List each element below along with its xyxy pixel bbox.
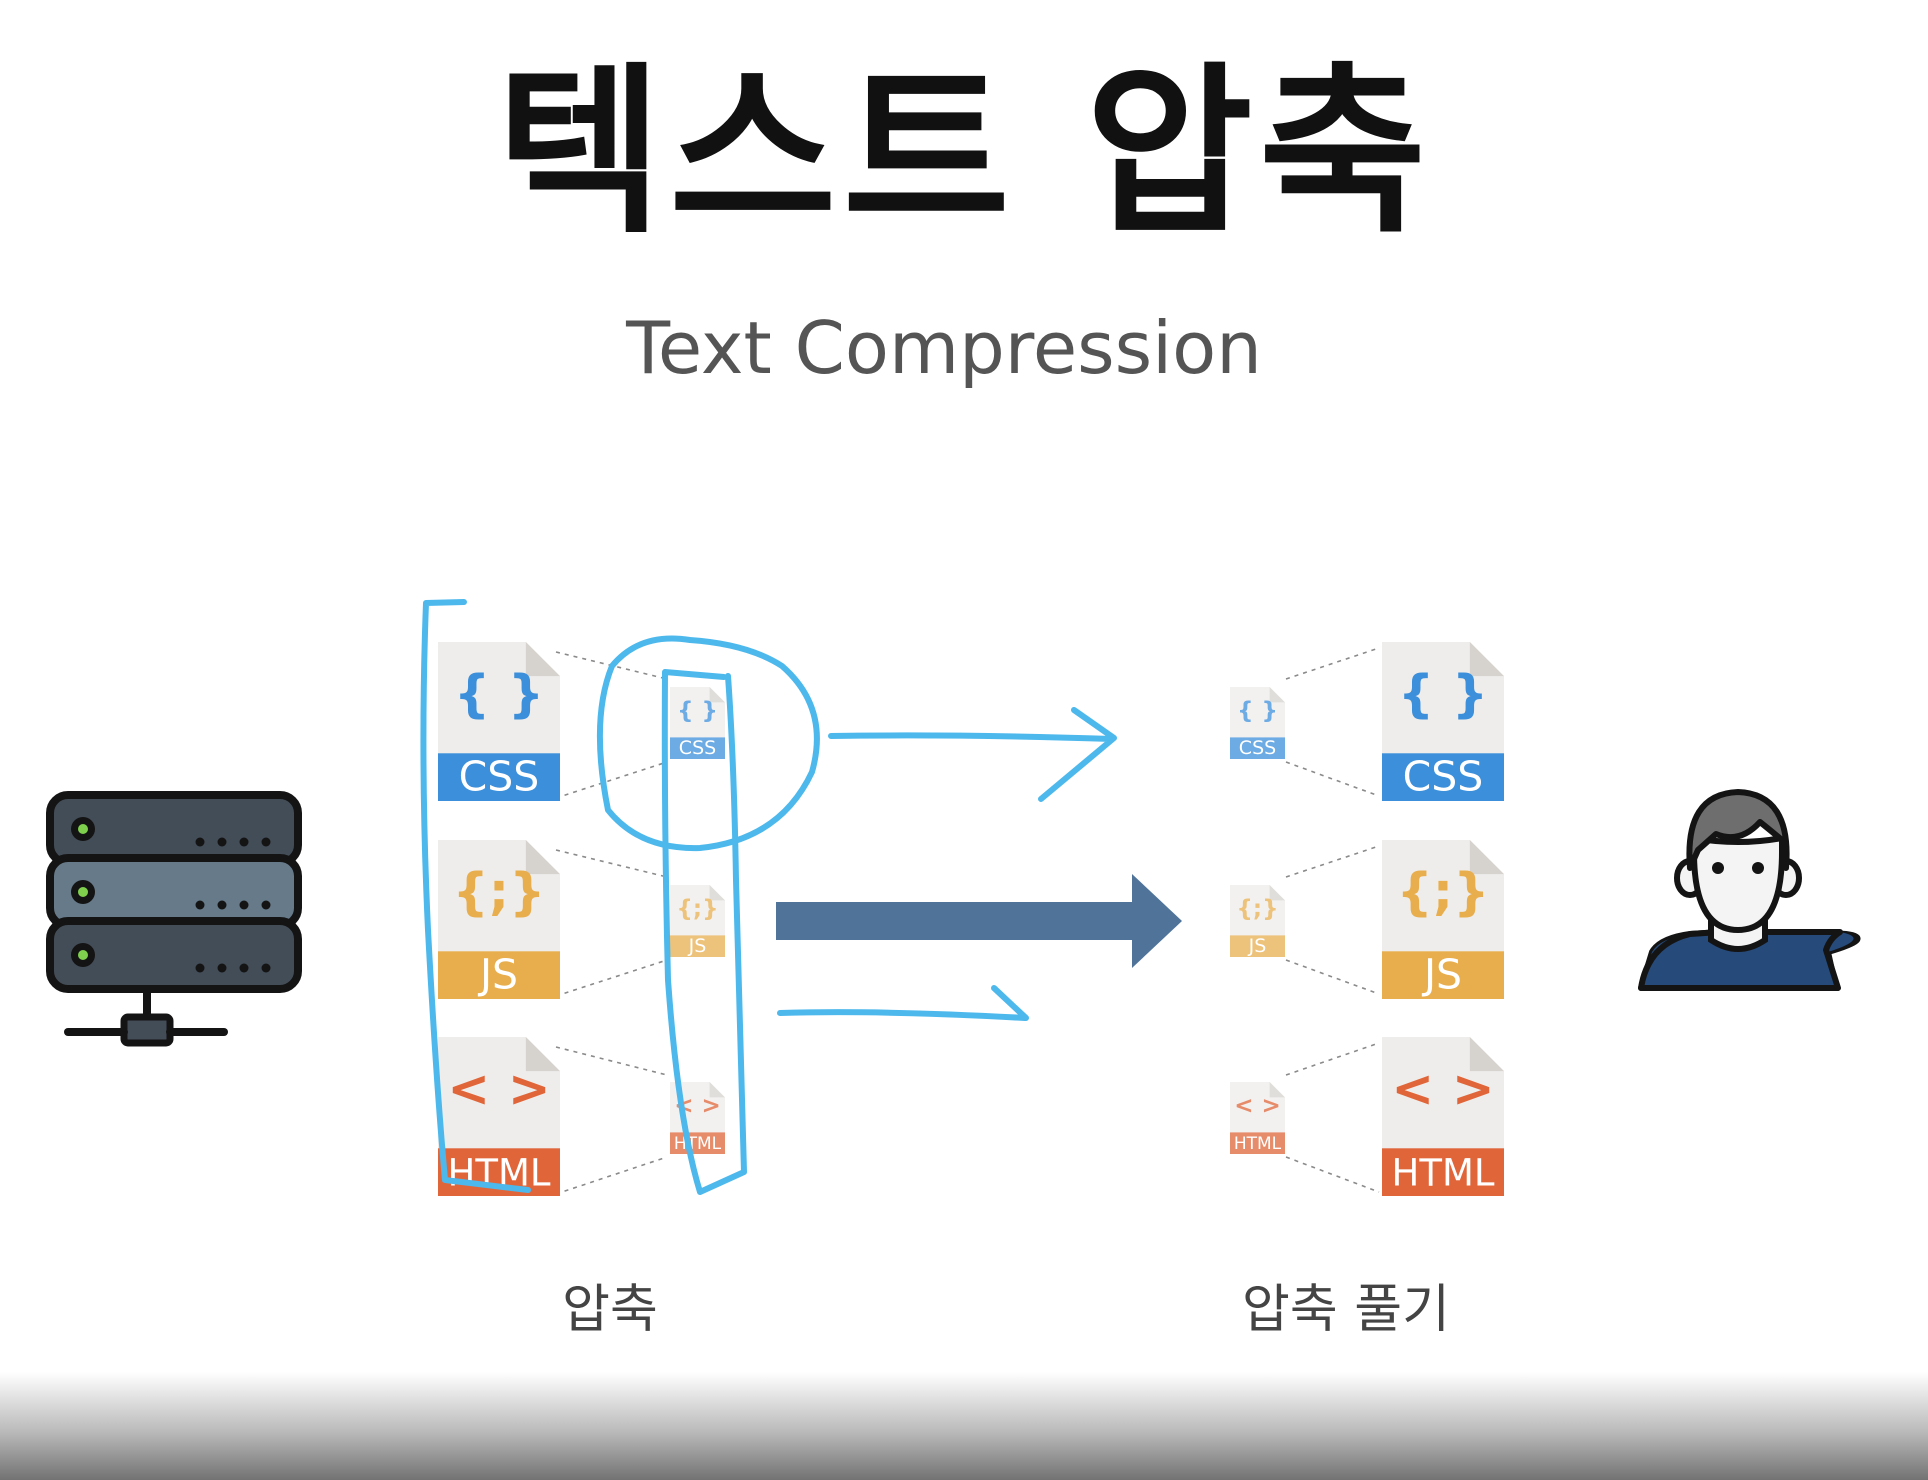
original-css-symbol: { } [454, 665, 544, 724]
annotation-bracket-left [420, 599, 531, 1193]
received-html-label: HTML [1234, 1134, 1282, 1154]
compressed-css-label: CSS [679, 737, 716, 759]
annotation-loop [661, 669, 747, 1195]
original-html-file-icon: < >HTML [438, 1037, 560, 1196]
compressed-html-label: HTML [674, 1134, 722, 1154]
label-compress: 압축 [562, 1280, 658, 1340]
received-css-symbol: { } [1237, 698, 1278, 724]
main-arrow [776, 874, 1182, 968]
original-js-file-icon: {;} JS [438, 840, 560, 999]
received-css-file-icon: { } CSS [1230, 687, 1285, 759]
received-html-file-icon: < > HTML [1230, 1082, 1285, 1154]
decompressed-html-label: HTML [1392, 1152, 1495, 1195]
decompressed-css-file-icon: { } CSS [1382, 642, 1504, 801]
decompressed-js-label: JS [1421, 951, 1462, 999]
original-css-label: CSS [459, 753, 540, 801]
compressed-js-symbol: {;} [677, 896, 719, 922]
received-js-symbol: {;} [1237, 896, 1279, 922]
received-css-label: CSS [1239, 737, 1276, 759]
slide-subtitle: Text Compression [626, 306, 1262, 390]
annotation-circle [596, 635, 820, 852]
received-html-symbol: < > [1234, 1093, 1281, 1119]
label-decompress: 압축 풀기 [1242, 1280, 1450, 1340]
received-js-label: JS [1248, 935, 1267, 957]
decompressed-js-symbol: {;} [1396, 863, 1489, 922]
decompressed-html-symbol: < > [1391, 1060, 1494, 1119]
received-js-file-icon: {;} JS [1230, 885, 1285, 957]
decompressed-js-file-icon: {;} JS [1382, 840, 1504, 999]
compressed-files: { }CSS{;}JS< >HTML [670, 687, 725, 1154]
original-js-symbol: {;} [452, 863, 545, 922]
video-control-gradient [0, 1372, 1928, 1480]
decompressed-html-file-icon: < > HTML [1382, 1037, 1504, 1196]
decompressed-css-label: CSS [1403, 753, 1484, 801]
original-js-label: JS [477, 951, 518, 999]
compressed-js-file-icon: {;} JS [670, 885, 725, 957]
original-files: { } CSS {;} JS < >HTML [438, 642, 560, 1196]
compressed-js-label: JS [688, 935, 707, 957]
original-html-symbol: < > [447, 1060, 550, 1119]
server-icon [46, 791, 302, 1047]
compressed-css-file-icon: { } CSS [670, 687, 725, 759]
slide-title: 텍스트 압축 [495, 46, 1433, 258]
compressed-css-symbol: { } [677, 698, 718, 724]
user-icon [1638, 789, 1861, 991]
annotation-strokes [420, 599, 1117, 1195]
received-compressed-files: { } CSS {;} JS < > HTML [1230, 687, 1285, 1154]
annotation-arrow-top [828, 707, 1117, 802]
original-css-file-icon: { } CSS [438, 642, 560, 801]
decompressed-files: { } CSS {;} JS < > HTML [1382, 642, 1504, 1196]
annotation-arrow-bottom [777, 985, 1029, 1021]
decompressed-css-symbol: { } [1398, 665, 1488, 724]
